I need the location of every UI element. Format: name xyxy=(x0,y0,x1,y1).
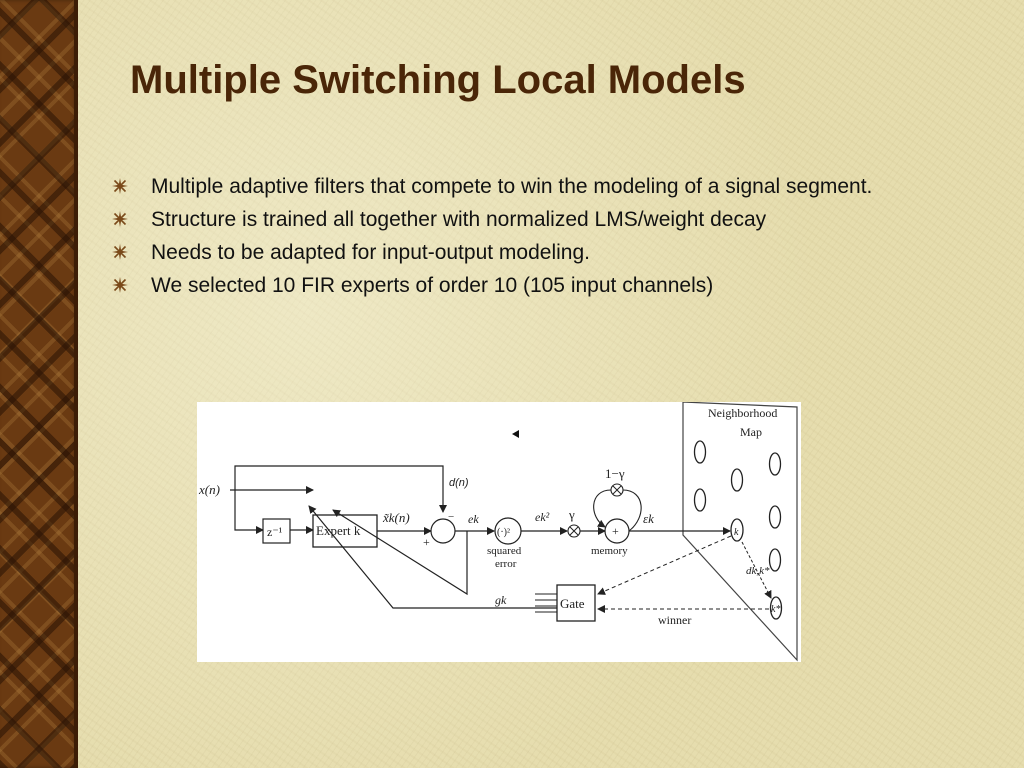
multiply-icon xyxy=(612,485,622,495)
delay-input-line xyxy=(234,490,264,534)
map-neuron-k xyxy=(730,518,744,542)
sparkle-icon xyxy=(112,277,128,293)
map-label-line1: Neighborhood xyxy=(708,406,777,420)
map-neuron xyxy=(768,505,782,529)
one-minus-gamma-label: 1−γ xyxy=(605,466,625,481)
desired-signal-label: d(n) xyxy=(449,477,469,489)
bullet-list: Multiple adaptive filters that compete t… xyxy=(112,173,932,305)
memory-label: memory xyxy=(591,545,628,557)
memory-plus-sign: + xyxy=(612,524,619,538)
gate-output-label: gk xyxy=(495,593,507,607)
bullet-text: Structure is trained all together with n… xyxy=(151,208,767,231)
square-label: (·)² xyxy=(497,527,510,538)
squared-error-label-2: error xyxy=(495,558,517,570)
map-neuron xyxy=(768,548,782,572)
delay-box xyxy=(262,518,291,544)
sparkle-icon xyxy=(112,178,128,194)
bullet-item: Needs to be adapted for input-output mod… xyxy=(112,239,932,267)
sparkle-icon xyxy=(112,211,128,227)
map-to-gate-line xyxy=(597,535,732,595)
map-neuron xyxy=(730,468,744,492)
gate-box xyxy=(556,584,596,622)
plus-sign: + xyxy=(423,535,430,549)
estimate-label: x̃k(n) xyxy=(382,510,410,525)
map-neurons xyxy=(693,440,783,620)
adaptation-line xyxy=(332,509,468,596)
distance-label: dk,k* xyxy=(746,565,770,577)
gate-inputs xyxy=(535,593,557,613)
bullet-item: Structure is trained all together with n… xyxy=(112,206,932,234)
distance-arrow xyxy=(741,541,772,599)
sparkle-icon xyxy=(112,244,128,260)
map-neuron xyxy=(693,488,707,512)
expert-label: Expert k xyxy=(316,523,361,538)
memory-return-line xyxy=(593,489,612,528)
error-label: ek xyxy=(468,512,479,526)
winner-label: winner xyxy=(658,613,691,627)
neighborhood-map-plane xyxy=(682,402,798,662)
neuron-k-label: k xyxy=(734,527,739,538)
map-neuron xyxy=(768,452,782,476)
delay-label: z⁻¹ xyxy=(267,525,283,539)
bullet-item: Multiple adaptive filters that compete t… xyxy=(112,173,932,201)
squared-error-value-label: ek² xyxy=(535,510,550,524)
input-label: x(n) xyxy=(198,482,220,497)
gate-output-line xyxy=(308,505,557,609)
decorative-border xyxy=(0,0,78,768)
multiply-icon xyxy=(569,526,579,536)
diagram-canvas: Neighborhood Map k k* dk,k* x(n) d(n) z⁻… xyxy=(198,402,798,662)
map-neuron-kstar xyxy=(769,596,783,620)
system-diagram: Neighborhood Map k k* dk,k* x(n) d(n) z⁻… xyxy=(197,402,801,662)
bullet-item: We selected 10 FIR experts of order 10 (… xyxy=(112,272,932,300)
bullet-text: Needs to be adapted for input-output mod… xyxy=(151,241,590,264)
gate-label: Gate xyxy=(560,596,585,611)
memory-feedback-line xyxy=(622,489,642,532)
desired-path-line xyxy=(234,465,447,513)
pointer-arrow xyxy=(512,430,519,438)
map-neuron xyxy=(693,440,707,464)
gamma-label: γ xyxy=(568,507,575,522)
slide-title: Multiple Switching Local Models xyxy=(130,58,746,102)
minus-sign: − xyxy=(448,511,454,523)
squared-error-label-1: squared xyxy=(487,545,522,557)
bullet-text: Multiple adaptive filters that compete t… xyxy=(151,175,873,198)
neuron-kstar-label: k* xyxy=(771,604,780,615)
epsilon-label: εk xyxy=(643,511,654,526)
bullet-text: We selected 10 FIR experts of order 10 (… xyxy=(151,274,714,297)
map-label-line2: Map xyxy=(740,425,762,439)
